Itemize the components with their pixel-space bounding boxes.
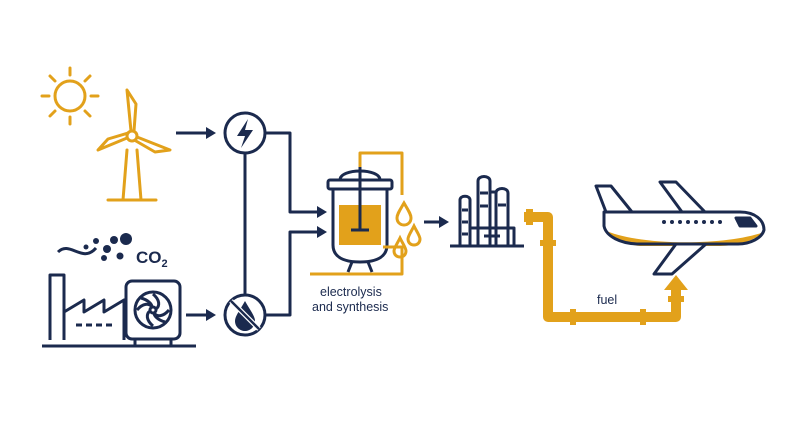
fuel-label: fuel <box>597 293 618 307</box>
process-label-line2: and synthesis <box>312 300 389 314</box>
fuel-drops-icon <box>392 199 422 259</box>
no-water-icon <box>223 293 267 337</box>
airplane-icon <box>594 180 766 276</box>
flow-arrows <box>176 131 208 317</box>
electricity-icon <box>223 111 267 155</box>
refinery-icon <box>450 175 524 248</box>
reactor-arrowheads <box>317 206 327 238</box>
connector-lines <box>243 131 318 317</box>
arrowheads <box>206 127 216 321</box>
airplane-windows <box>662 220 722 224</box>
reactor-icon <box>326 167 394 273</box>
co2-molecules-icon <box>83 233 132 261</box>
sun-icon <box>40 66 100 126</box>
direct-air-capture-icon <box>124 279 182 346</box>
fuel-pipe-icon <box>524 209 688 325</box>
factory-icon <box>42 246 196 348</box>
arrow-to-refinery-head <box>439 216 449 228</box>
reactor-pipes <box>310 151 404 276</box>
wind-turbine-icon <box>96 88 172 202</box>
co2-label: CO2 <box>136 248 168 270</box>
process-label-line1: electrolysis <box>320 285 382 299</box>
